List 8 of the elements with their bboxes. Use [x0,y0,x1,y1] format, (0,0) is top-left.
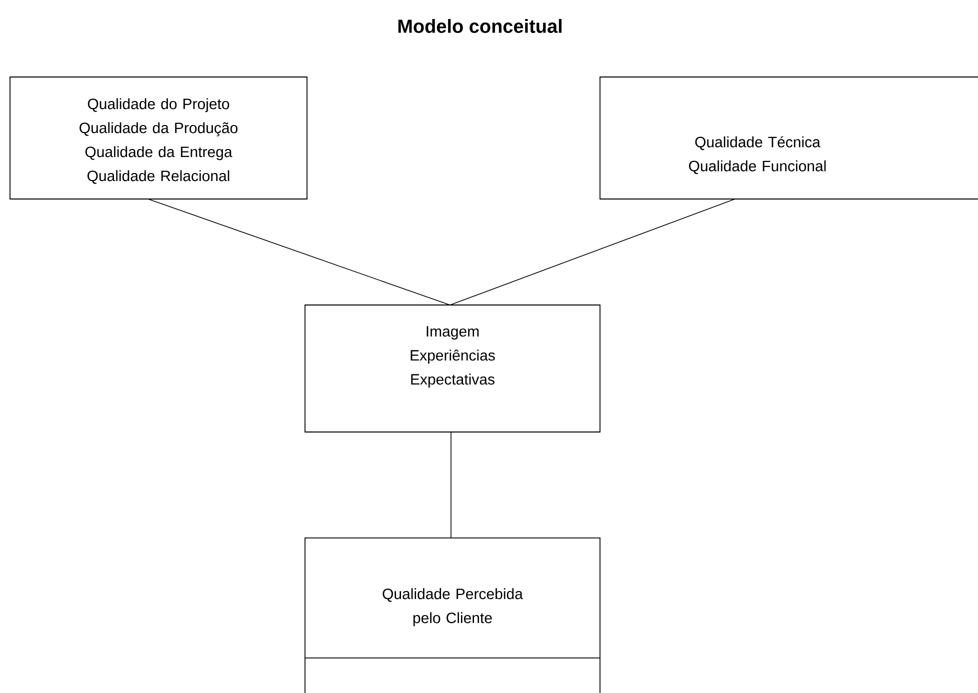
title: Modelo conceitual [398,19,562,33]
connector-line [148,198,450,306]
concept-box: Qualidade Técnica Qualidade Funcional [600,76,978,200]
concept-box: Qualidade do Projeto Qualidade da Produção Qualidade da Entrega Qualidade Relacional [10,76,308,200]
concept-box: Qualidade Percebida pelo Cliente [304,538,600,693]
concept-box: Imagem Experiências Expectativas [304,304,600,432]
connector-line [450,198,736,306]
connector-line [450,432,452,538]
